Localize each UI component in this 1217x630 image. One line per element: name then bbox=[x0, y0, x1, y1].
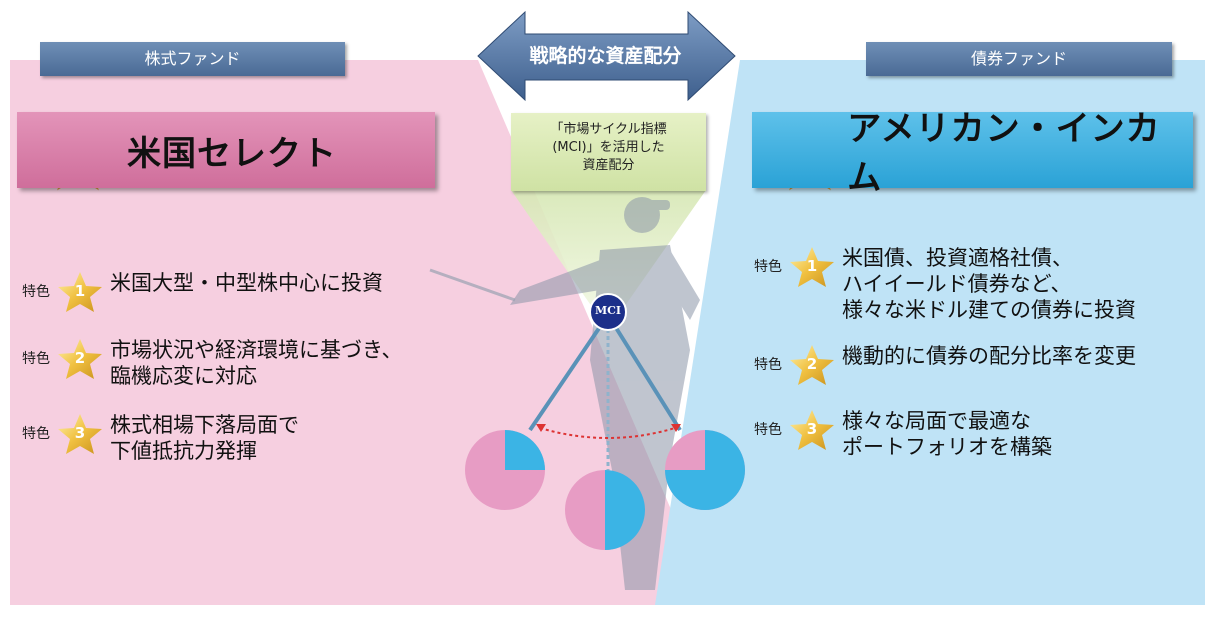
bond-panel bbox=[655, 60, 1205, 605]
bond-fund-name: アメリカン・インカム bbox=[847, 109, 1161, 198]
feature-star-icon: 1 bbox=[788, 245, 836, 289]
feature-text-line: 米国債、投資適格社債、 bbox=[842, 246, 1073, 270]
feature-number: 2 bbox=[74, 349, 86, 367]
feature-number: 1 bbox=[806, 257, 818, 275]
allocation-pie-bond-slice-1 bbox=[505, 430, 545, 470]
pendulum-rod-left bbox=[528, 313, 610, 432]
feature-label: 特色 bbox=[754, 259, 782, 275]
feature-star-icon: 3 bbox=[788, 408, 836, 452]
feature-text-line: 株式相場下落局面で bbox=[110, 413, 299, 437]
strategy-double-arrow bbox=[477, 10, 736, 102]
feature-number: 2 bbox=[806, 355, 818, 373]
mci-plate-line2: (MCI)」を活用した bbox=[552, 140, 665, 155]
feature-text-line: 機動的に債券の配分比率を変更 bbox=[842, 344, 1136, 368]
mci-plate-line1: 「市場サイクル指標 bbox=[550, 122, 667, 137]
feature-text: 市場状況や経済環境に基づき、臨機応変に対応 bbox=[110, 337, 403, 389]
feature-row-3: 特色 3 様々な局面で最適なポートフォリオを構築 bbox=[754, 408, 1052, 460]
baton bbox=[429, 268, 516, 302]
feature-label: 特色 bbox=[754, 357, 782, 373]
feature-star-icon: 1 bbox=[56, 270, 104, 314]
equity-fund-tab: 株式ファンド bbox=[40, 42, 345, 76]
feature-text: 米国債、投資適格社債、ハイイールド債券など、様々な米ドル建ての債券に投資 bbox=[842, 245, 1136, 323]
allocation-pie-bond-slice-2 bbox=[605, 470, 645, 550]
feature-number: 3 bbox=[74, 424, 86, 442]
mci-plate: 「市場サイクル指標 (MCI)」を活用した 資産配分 bbox=[511, 113, 706, 191]
bond-fund-tab: 債券ファンド bbox=[866, 42, 1172, 76]
bond-fund-box: アメリカン・インカム bbox=[752, 109, 1193, 198]
feature-text-line: 市場状況や経済環境に基づき、 bbox=[110, 338, 403, 362]
feature-number: 3 bbox=[806, 420, 818, 438]
feature-text-line: ポートフォリオを構築 bbox=[842, 435, 1052, 459]
feature-text-line: 臨機応変に対応 bbox=[110, 364, 257, 388]
feature-label: 特色 bbox=[22, 351, 50, 367]
pendulum-rod-right bbox=[606, 313, 682, 432]
feature-label: 特色 bbox=[22, 426, 50, 442]
feature-label: 特色 bbox=[22, 284, 50, 300]
equity-fund-box: 米国セレクト bbox=[17, 112, 435, 188]
mci-plate-line3: 資産配分 bbox=[582, 158, 635, 173]
feature-text-line: ハイイールド債券など、 bbox=[842, 272, 1072, 296]
feature-text-line: 様々な局面で最適な bbox=[842, 409, 1031, 433]
feature-star-icon: 3 bbox=[56, 412, 104, 456]
feature-text: 機動的に債券の配分比率を変更 bbox=[842, 343, 1136, 369]
conductor-silhouette bbox=[510, 197, 700, 590]
feature-number: 1 bbox=[74, 282, 86, 300]
feature-text-line: 米国大型・中型株中心に投資 bbox=[110, 271, 383, 295]
mci-badge: MCI bbox=[594, 304, 622, 317]
feature-text-line: 下値抵抗力発揮 bbox=[110, 439, 257, 463]
mci-badge-circle bbox=[589, 293, 627, 331]
feature-label: 特色 bbox=[754, 422, 782, 438]
equity-fund-name: 米国セレクト bbox=[127, 133, 337, 174]
feature-star-icon: 2 bbox=[56, 337, 104, 381]
feature-row-2: 特色 2 機動的に債券の配分比率を変更 bbox=[754, 343, 1136, 387]
feature-text: 株式相場下落局面で下値抵抗力発揮 bbox=[110, 412, 299, 464]
feature-star-icon: 2 bbox=[788, 343, 836, 387]
feature-text-line: 様々な米ドル建ての債券に投資 bbox=[842, 298, 1136, 322]
feature-row-2: 特色 2 市場状況や経済環境に基づき、臨機応変に対応 bbox=[22, 337, 403, 389]
strategy-label: 戦略的な資産配分 bbox=[529, 45, 682, 67]
feature-text: 米国大型・中型株中心に投資 bbox=[110, 270, 383, 296]
swing-arc bbox=[539, 427, 676, 439]
feature-text: 様々な局面で最適なポートフォリオを構築 bbox=[842, 408, 1052, 460]
feature-row-1: 特色 1 米国債、投資適格社債、ハイイールド債券など、様々な米ドル建ての債券に投資 bbox=[754, 245, 1136, 323]
feature-row-1: 特色 1 米国大型・中型株中心に投資 bbox=[22, 270, 383, 314]
allocation-pie-bond-slice-3 bbox=[665, 430, 745, 510]
feature-row-3: 特色 3 株式相場下落局面で下値抵抗力発揮 bbox=[22, 412, 299, 464]
